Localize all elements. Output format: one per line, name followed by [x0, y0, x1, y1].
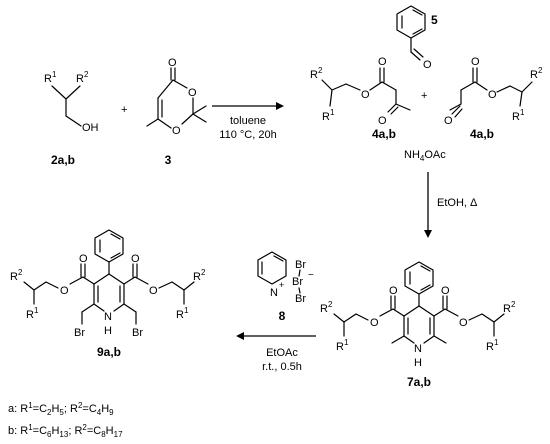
svg-text:O: O: [441, 285, 450, 297]
svg-text:R2: R2: [320, 300, 333, 315]
svg-text:O: O: [370, 317, 379, 329]
svg-text:N: N: [270, 287, 278, 299]
svg-text:Br: Br: [132, 327, 143, 339]
svg-text:+: +: [279, 280, 284, 290]
compound-4-left: R2 R1 O O O 4a,b: [310, 56, 411, 141]
svg-text:H: H: [104, 325, 112, 337]
svg-text:O: O: [172, 125, 181, 137]
svg-text:N: N: [104, 311, 112, 323]
svg-text:R2: R2: [503, 300, 516, 315]
svg-text:R2: R2: [10, 268, 23, 283]
svg-text:R2: R2: [193, 268, 206, 283]
step3-solvent: EtOAc: [266, 347, 298, 359]
substituent-legend: a: R1=C2H5; R2=C4H9 b: R1=C6H13; R2=C8H1…: [8, 401, 123, 439]
ammonium-acetate: NH4OAc: [404, 149, 446, 163]
svg-text:R1: R1: [176, 306, 189, 321]
svg-text:O: O: [389, 285, 398, 297]
compound-7: N H O O R2 R1 O O R2 R1 7a,b: [320, 261, 516, 389]
compound-2: R1 R2 OH 2a,b: [44, 70, 99, 167]
svg-text:O: O: [131, 253, 140, 265]
svg-text:−: −: [308, 270, 314, 281]
svg-text:8: 8: [279, 309, 286, 323]
legend-line-a: a: R1=C2H5; R2=C4H9: [8, 401, 114, 417]
svg-text:R1: R1: [336, 338, 349, 353]
svg-text:Br: Br: [295, 259, 306, 271]
svg-text:O: O: [361, 89, 370, 101]
compound-4-right: O O O R2 R1 4a,b: [444, 56, 543, 141]
svg-text:O: O: [79, 253, 88, 265]
compound-3: O O O 3: [146, 57, 207, 167]
svg-text:R2: R2: [530, 66, 543, 81]
svg-text:O: O: [471, 56, 480, 68]
plus-sign: +: [421, 90, 427, 102]
step3-conditions: r.t., 0.5h: [262, 361, 302, 373]
svg-text:Br: Br: [292, 276, 303, 288]
step1-arrow: toluene 110 °C, 20h: [212, 102, 284, 141]
svg-text:O: O: [378, 56, 387, 68]
step2-arrow: EtOH, Δ: [424, 172, 478, 238]
hydroxyl-label: OH: [82, 122, 99, 134]
svg-text:O: O: [168, 57, 177, 69]
svg-text:O: O: [488, 89, 497, 101]
svg-text:R1: R1: [486, 338, 499, 353]
svg-text:O: O: [459, 317, 468, 329]
compound-8: N + Br Br − Br 8: [257, 251, 314, 323]
svg-text:Br: Br: [295, 293, 306, 305]
svg-text:5: 5: [431, 13, 438, 27]
svg-text:O: O: [423, 59, 432, 71]
svg-text:4a,b: 4a,b: [372, 127, 396, 141]
svg-text:O: O: [444, 115, 453, 127]
svg-text:O: O: [149, 285, 158, 297]
svg-text:3: 3: [165, 153, 172, 167]
r1-label: R1: [44, 70, 57, 85]
svg-text:R2: R2: [310, 66, 323, 81]
svg-text:Br: Br: [74, 327, 85, 339]
step1-solvent: toluene: [230, 115, 266, 127]
svg-text:9a,b: 9a,b: [97, 345, 121, 359]
compound-9: N H O O R2 R1 O O R2 R1 Br Br 9a,b: [10, 229, 206, 359]
svg-text:O: O: [188, 87, 197, 99]
svg-text:4a,b: 4a,b: [470, 127, 494, 141]
svg-text:R1: R1: [26, 306, 39, 321]
svg-text:N: N: [414, 343, 422, 355]
svg-text:R1: R1: [322, 108, 335, 123]
r2-label: R2: [76, 70, 89, 85]
step2-conditions: EtOH, Δ: [437, 197, 478, 209]
svg-text:7a,b: 7a,b: [407, 375, 431, 389]
svg-text:O: O: [60, 285, 69, 297]
svg-text:O: O: [378, 115, 387, 127]
step3-arrow: EtOAc r.t., 0.5h: [236, 332, 316, 373]
compound-5: O 5: [396, 5, 438, 71]
step1-conditions: 110 °C, 20h: [219, 129, 276, 141]
legend-line-b: b: R1=C6H13; R2=C8H17: [8, 423, 123, 439]
plus-sign: +: [121, 104, 127, 116]
svg-text:H: H: [414, 357, 422, 369]
svg-text:R1: R1: [512, 108, 525, 123]
compound-2-label: 2a,b: [51, 153, 75, 167]
